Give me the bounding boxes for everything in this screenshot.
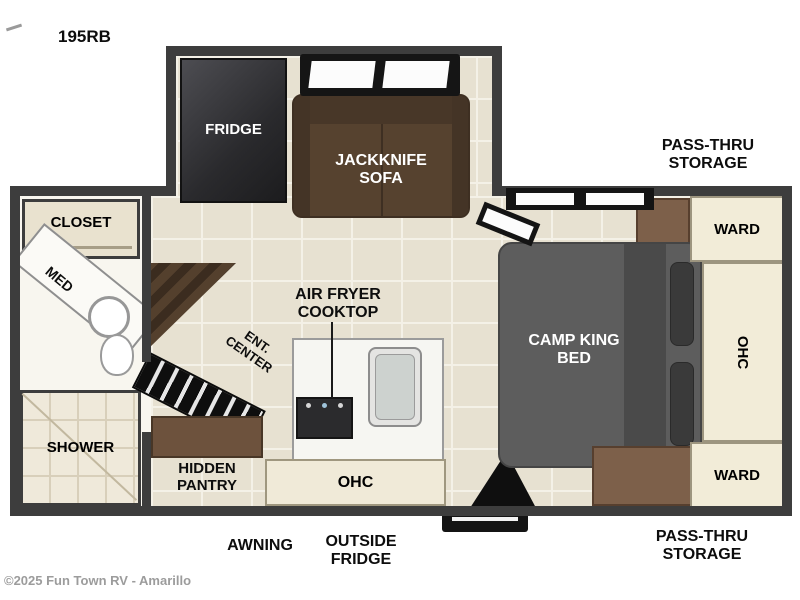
sofa-backrest	[294, 96, 468, 124]
wall-segment	[10, 186, 20, 516]
wall-segment	[166, 46, 502, 56]
sofa-armrest-left	[294, 96, 310, 216]
shower-label: SHOWER	[46, 439, 115, 456]
window-pane	[382, 61, 450, 88]
jackknife-sofa: JACKKNIFE SOFA	[292, 94, 470, 218]
wardrobe-top-label: WARD	[714, 220, 760, 238]
sofa-seat-divider	[381, 124, 383, 216]
bed-throw-blanket	[624, 244, 666, 466]
sink-basin	[375, 354, 415, 420]
bedroom-window	[506, 188, 654, 210]
cooktop-knob	[338, 403, 343, 408]
closet-label: CLOSET	[50, 214, 112, 231]
watermark: ©2025 Fun Town RV - Amarillo	[4, 573, 192, 588]
foot-dresser	[592, 446, 692, 506]
pass-thru-storage-top-label: PASS-THRU STORAGE	[661, 137, 755, 172]
kitchen-ohc-label: OHC	[337, 473, 374, 491]
bathroom-wall-segment	[142, 186, 151, 362]
wall-segment	[10, 186, 176, 196]
pantry-cabinet	[151, 416, 263, 458]
awning-label: AWNING	[227, 537, 293, 554]
air-fryer-cooktop-label: AIR FRYER COOKTOP	[295, 286, 381, 321]
bed-pillow	[670, 262, 694, 346]
bed-label: CAMP KING BED	[528, 332, 620, 367]
window-pane	[586, 193, 644, 205]
bedroom-ohc-label: OHC	[734, 335, 752, 369]
bed-pillow	[670, 362, 694, 446]
window-pane	[516, 193, 574, 205]
air-fryer-cooktop	[296, 397, 353, 439]
outside-fridge-label: OUTSIDE FRIDGE	[325, 533, 397, 568]
kitchen-sink	[368, 347, 422, 427]
fridge-box: FRIDGE	[180, 58, 287, 203]
bathroom-wall-segment	[142, 432, 151, 516]
shower-pan: SHOWER	[20, 390, 141, 506]
sofa-label: JACKKNIFE SOFA	[335, 152, 427, 187]
wall-segment	[782, 186, 792, 516]
stray-mark	[5, 23, 23, 32]
toilet	[100, 334, 134, 376]
entry-step-tread	[452, 517, 518, 521]
model-number-label: 195RB	[58, 27, 111, 46]
bedroom-overhead-cabinet: OHC	[702, 262, 784, 442]
pass-thru-storage-bottom-label: PASS-THRU STORAGE	[655, 528, 749, 563]
sofa-armrest-right	[452, 96, 468, 216]
wall-segment	[10, 506, 792, 516]
wardrobe-top: WARD	[690, 196, 784, 262]
hidden-pantry-label: HIDDEN PANTRY	[177, 460, 237, 494]
cooktop-knob	[322, 403, 327, 408]
cooktop-leader-line	[331, 322, 333, 398]
wall-segment	[166, 46, 176, 196]
bathroom-sink	[88, 296, 130, 338]
wardrobe-bottom: WARD	[690, 442, 784, 508]
window-pane	[308, 61, 376, 88]
kitchen-overhead-cabinet: OHC	[265, 459, 446, 506]
wall-segment	[492, 46, 502, 196]
closet-rod	[30, 246, 132, 249]
wardrobe-bottom-label: WARD	[714, 466, 760, 484]
slideout-window	[300, 54, 460, 96]
camp-king-bed: CAMP KING BED	[498, 242, 702, 468]
cooktop-knob	[306, 403, 311, 408]
fridge-label: FRIDGE	[205, 121, 262, 139]
